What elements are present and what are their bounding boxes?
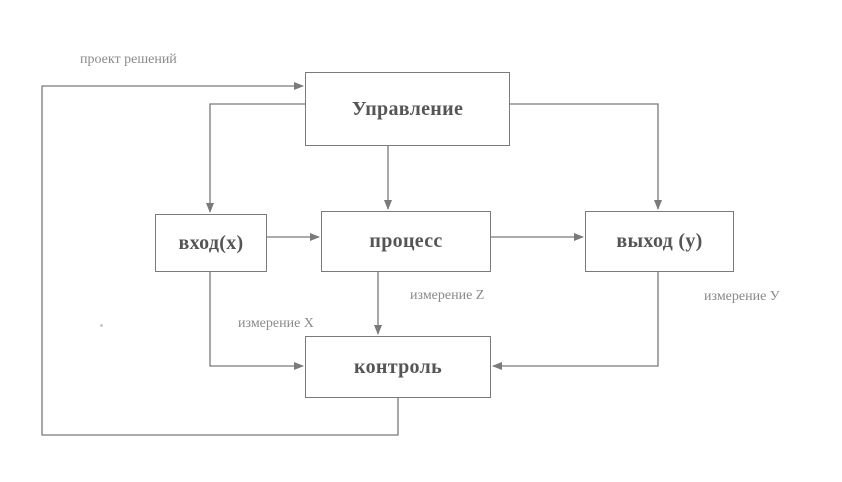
- process-box-label: процесс: [369, 230, 443, 252]
- arrow-control-to-input: [206, 103, 305, 213]
- measure-z-label: измерение Z: [410, 288, 485, 303]
- input-box: вход(х): [155, 214, 267, 272]
- arrow-control-to-output: [510, 103, 662, 210]
- scan-speck: [100, 324, 103, 327]
- control-box: Управление: [305, 72, 510, 146]
- control-box-label: Управление: [351, 97, 464, 120]
- feedback-label: проект решений: [80, 52, 177, 67]
- arrow-output-to-monitoring: [492, 272, 659, 370]
- monitoring-box: контроль: [305, 336, 491, 398]
- measure-y-label: измерение У: [704, 289, 780, 304]
- arrow-feedback-loop: [41, 82, 399, 436]
- process-box: процесс: [321, 211, 491, 272]
- measure-x-label: измерение Х: [238, 316, 314, 331]
- input-box-label: вход(х): [178, 231, 244, 254]
- monitoring-box-label: контроль: [354, 355, 442, 378]
- arrow-input-to-monitoring: [209, 272, 304, 370]
- output-box: выход (у): [585, 211, 734, 272]
- output-box-label: выход (у): [616, 230, 703, 252]
